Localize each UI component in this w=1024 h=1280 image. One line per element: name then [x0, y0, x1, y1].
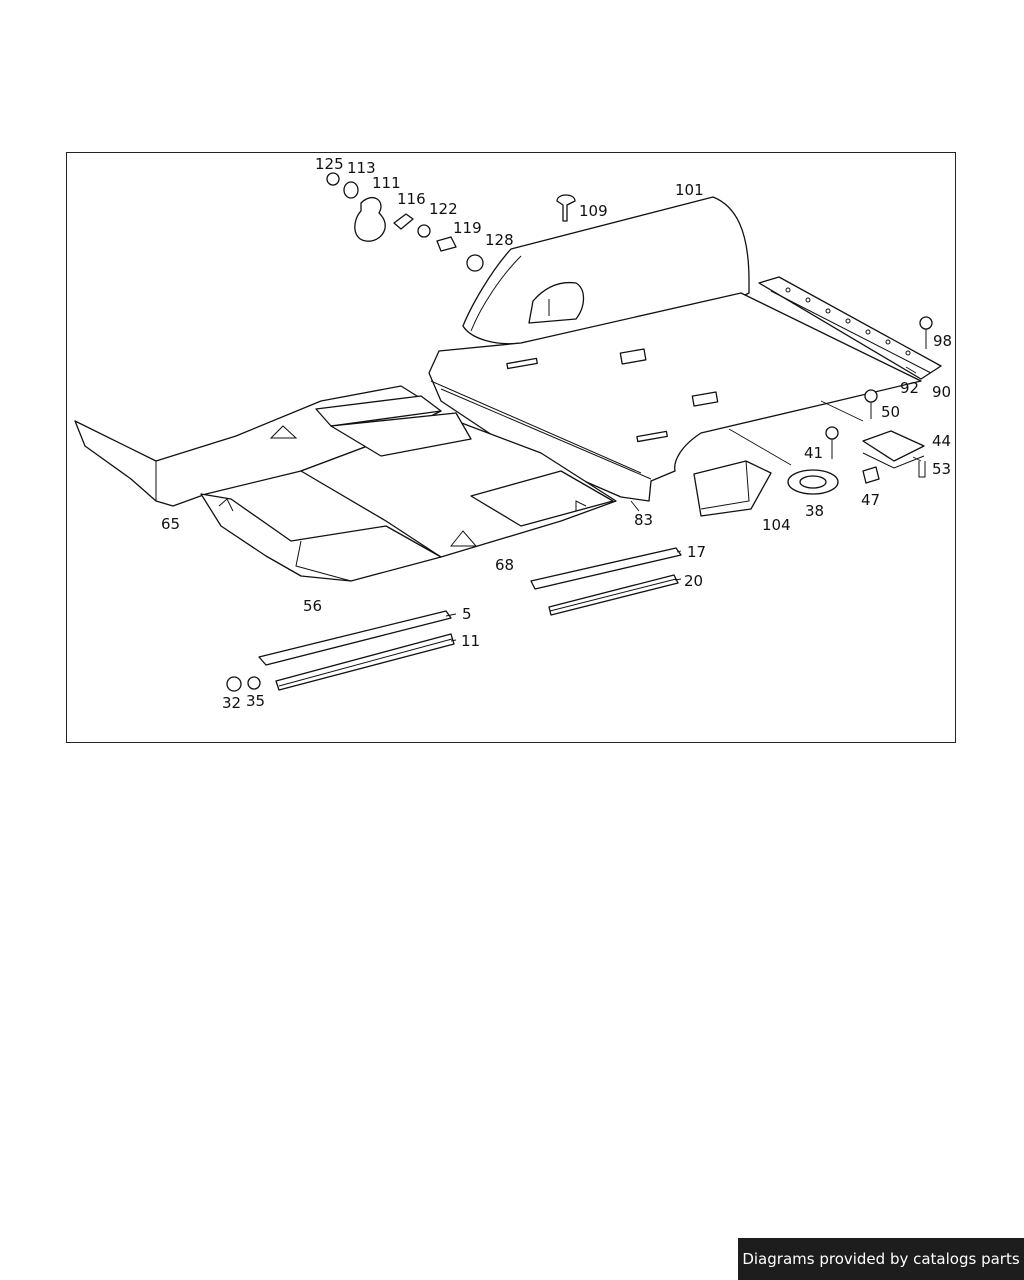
parts-diagram: 5 11 17 20 32 35 38 41 44 47 50 53 56 65…	[74, 155, 952, 712]
callout-65: 65	[161, 515, 180, 533]
callout-101: 101	[675, 181, 704, 199]
callout-68: 68	[495, 556, 514, 574]
callout-113: 113	[347, 159, 376, 177]
part-90-92-rail	[758, 276, 942, 380]
callout-92: 92	[900, 379, 919, 397]
callout-38: 38	[805, 502, 824, 520]
callout-11: 11	[461, 632, 480, 650]
callout-47: 47	[861, 491, 880, 509]
part-44-cover	[862, 430, 925, 469]
callout-56: 56	[303, 597, 322, 615]
callout-53: 53	[932, 460, 951, 478]
callout-122: 122	[429, 200, 458, 218]
callout-104: 104	[762, 516, 791, 534]
callout-116: 116	[397, 190, 426, 208]
callout-111: 111	[372, 174, 401, 192]
callout-128: 128	[485, 231, 514, 249]
part-17-20-sill-strips	[530, 547, 682, 616]
small-hardware	[226, 172, 933, 692]
callout-119: 119	[453, 219, 482, 237]
callout-109: 109	[579, 202, 608, 220]
credit-banner: Diagrams provided by catalogs parts	[738, 1238, 1024, 1280]
part-56-footwell-mat	[200, 493, 442, 582]
callout-125: 125	[315, 155, 344, 173]
callout-41: 41	[804, 444, 823, 462]
callout-5: 5	[462, 605, 472, 623]
callout-17: 17	[687, 543, 706, 561]
callout-83: 83	[634, 511, 653, 529]
callout-35: 35	[246, 692, 265, 710]
callout-labels: 5 11 17 20 32 35 38 41 44 47 50 53 56 65…	[161, 155, 952, 712]
callout-32: 32	[222, 694, 241, 712]
callout-98: 98	[933, 332, 952, 350]
leader-lines	[445, 366, 922, 642]
part-65-front-mat	[74, 385, 442, 507]
callout-90: 90	[932, 383, 951, 401]
part-83-floor-mat	[428, 292, 922, 502]
part-68-tunnel-mat	[300, 412, 617, 558]
parts-diagram-frame: 5 11 17 20 32 35 38 41 44 47 50 53 56 65…	[66, 152, 956, 743]
part-5-11-sill-strips	[258, 610, 455, 691]
part-38-grommet	[787, 469, 839, 495]
callout-20: 20	[684, 572, 703, 590]
part-104-bracket	[693, 460, 772, 517]
callout-50: 50	[881, 403, 900, 421]
callout-44: 44	[932, 432, 951, 450]
